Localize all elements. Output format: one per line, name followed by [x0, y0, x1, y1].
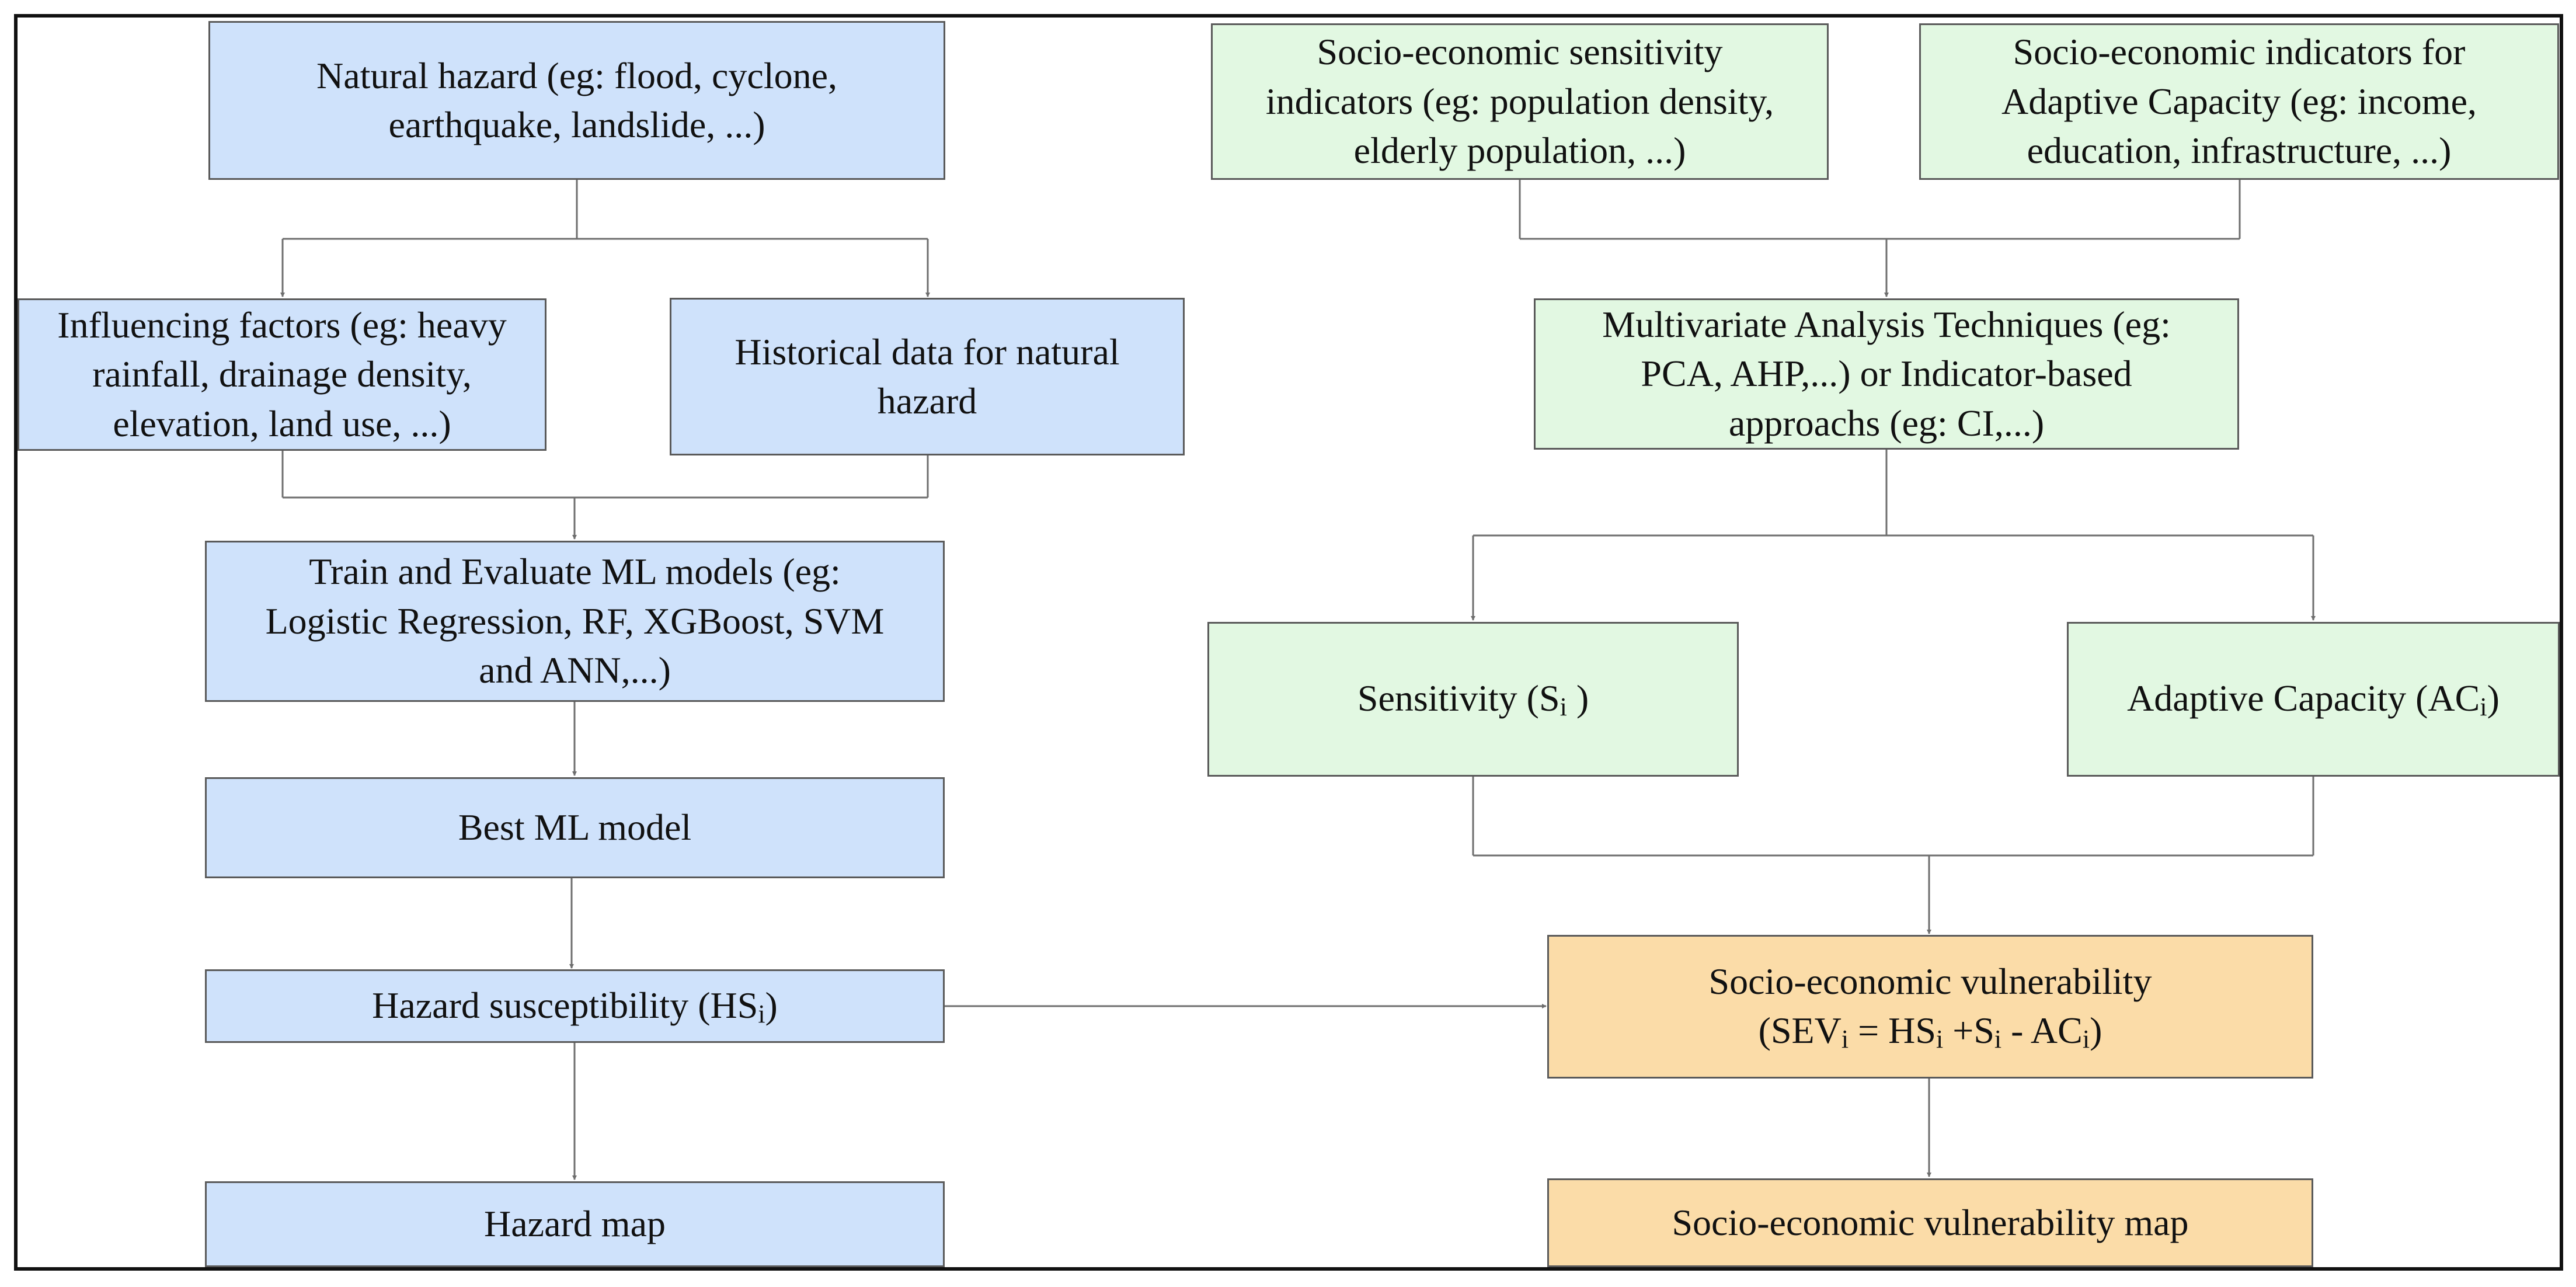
sensitivity-close: )	[1567, 677, 1589, 719]
formula-part-1: (SEV	[1758, 1010, 1842, 1052]
hazard-susceptibility-label: Hazard susceptibility (HSi)	[372, 981, 778, 1031]
adaptive-capacity-subscript: i	[2480, 693, 2487, 722]
hazard-susceptibility-subscript: i	[758, 999, 765, 1028]
connector-hazard-branch	[283, 180, 928, 240]
multivariate-label: Multivariate Analysis Techniques (eg: PC…	[1602, 303, 2171, 444]
hazard-susceptibility-close: )	[765, 984, 778, 1026]
natural-hazard-label: Natural hazard (eg: flood, cyclone, eart…	[316, 54, 838, 145]
best-model-label: Best ML model	[458, 806, 692, 848]
socio-vulnerability-box: Socio-economic vulnerability (SEVi = HSi…	[1547, 935, 2313, 1079]
formula-subscript-1: i	[1841, 1025, 1849, 1054]
historical-data-label: Historical data for natural hazard	[734, 331, 1120, 422]
adaptive-indicators-label: Socio-economic indicators for Adaptive C…	[2001, 31, 2477, 172]
adaptive-capacity-label: Adaptive Capacity (ACi)	[2127, 674, 2500, 724]
connector-multivariate-branch	[1473, 450, 2313, 537]
sensitivity-indicators-box: Socio-economic sensitivity indicators (e…	[1211, 23, 1829, 180]
train-evaluate-box: Train and Evaluate ML models (eg: Logist…	[205, 541, 945, 702]
formula-part-5: )	[2090, 1010, 2102, 1052]
hazard-susceptibility-box: Hazard susceptibility (HSi)	[205, 969, 945, 1043]
connector-indicators-merge	[1519, 180, 2241, 240]
vulnerability-map-label: Socio-economic vulnerability map	[1672, 1201, 2189, 1243]
connector-components-merge	[1472, 777, 2314, 857]
formula-part-4: - AC	[2001, 1010, 2083, 1052]
hazard-map-box: Hazard map	[205, 1181, 945, 1267]
socio-vulnerability-formula: (SEVi = HSi +Si - ACi)	[1759, 1006, 2102, 1056]
adaptive-capacity-text: Adaptive Capacity (AC	[2127, 677, 2480, 719]
natural-hazard-box: Natural hazard (eg: flood, cyclone, eart…	[208, 21, 945, 180]
sensitivity-label: Sensitivity (Si )	[1357, 674, 1589, 724]
formula-subscript-4: i	[2082, 1025, 2090, 1054]
influencing-factors-box: Influencing factors (eg: heavy rainfall,…	[18, 298, 546, 451]
socio-vulnerability-title: Socio-economic vulnerability	[1708, 960, 2152, 1002]
sensitivity-subscript: i	[1559, 693, 1567, 722]
adaptive-indicators-box: Socio-economic indicators for Adaptive C…	[1919, 23, 2559, 180]
sensitivity-indicators-label: Socio-economic sensitivity indicators (e…	[1265, 31, 1774, 172]
train-evaluate-label: Train and Evaluate ML models (eg: Logist…	[265, 551, 885, 691]
best-model-box: Best ML model	[205, 777, 945, 878]
vulnerability-map-box: Socio-economic vulnerability map	[1547, 1178, 2313, 1267]
sensitivity-box: Sensitivity (Si )	[1207, 622, 1739, 777]
hazard-map-label: Hazard map	[484, 1203, 666, 1245]
formula-subscript-2: i	[1936, 1025, 1944, 1054]
influencing-factors-label: Influencing factors (eg: heavy rainfall,…	[57, 304, 507, 444]
connector-inputs-merge	[281, 451, 929, 499]
sensitivity-text: Sensitivity (S	[1357, 677, 1560, 719]
adaptive-capacity-close: )	[2487, 677, 2500, 719]
multivariate-box: Multivariate Analysis Techniques (eg: PC…	[1534, 298, 2239, 450]
historical-data-box: Historical data for natural hazard	[670, 298, 1185, 455]
hazard-susceptibility-text: Hazard susceptibility (HS	[372, 984, 758, 1026]
formula-part-3: +S	[1943, 1010, 1994, 1052]
formula-subscript-3: i	[1994, 1025, 2002, 1054]
formula-part-2: = HS	[1849, 1010, 1936, 1052]
adaptive-capacity-box: Adaptive Capacity (ACi)	[2067, 622, 2560, 777]
